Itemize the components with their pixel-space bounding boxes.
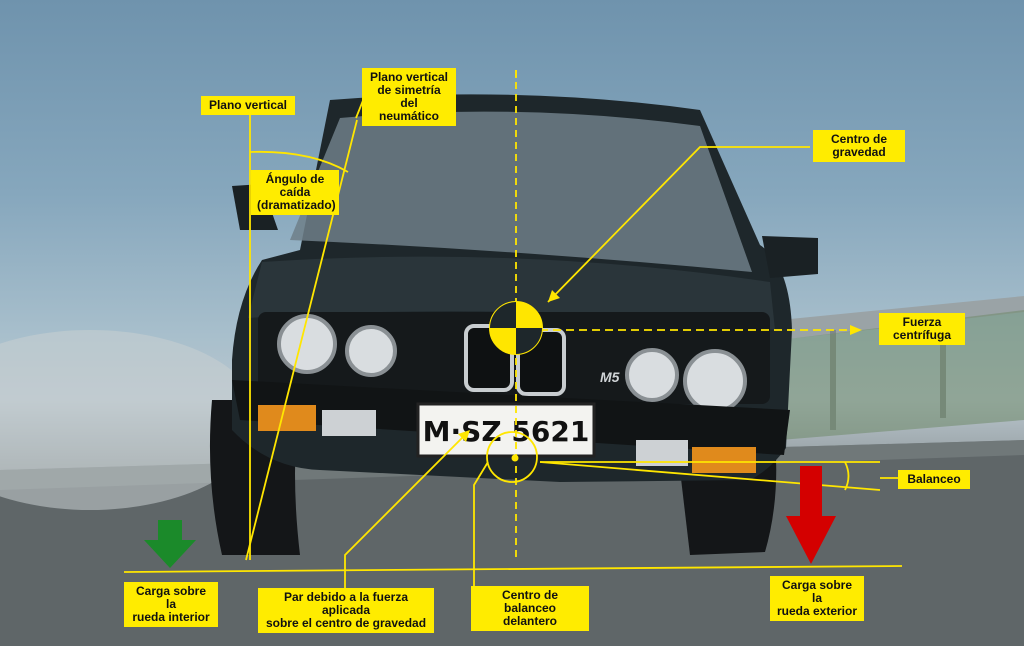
roll-centre-dot <box>511 454 519 462</box>
roll-tilted-line <box>539 461 881 491</box>
hood <box>248 256 775 330</box>
turn-signal <box>692 447 756 473</box>
cog-marker <box>489 301 543 355</box>
outer-load-arrow <box>786 466 836 564</box>
cog-arrowhead <box>548 290 560 302</box>
license-plate-text: M·SZ 5621 <box>423 415 590 448</box>
roll-centre-circle <box>486 431 538 483</box>
label-balanceo: Balanceo <box>898 470 970 489</box>
centrifugal-arrowhead <box>850 325 862 335</box>
headlight <box>277 314 337 374</box>
camber-angle-arc <box>249 150 349 173</box>
dust-cloud <box>0 330 260 510</box>
label-angulo-caida: Ángulo de caída (dramatizado) <box>251 170 339 215</box>
ground-line <box>123 565 903 573</box>
turn-signal <box>258 405 316 431</box>
roll-angle-arc <box>844 461 850 491</box>
torque-leader <box>344 431 469 600</box>
side-mirror <box>762 236 818 278</box>
license-plate <box>416 402 596 458</box>
fog-light <box>322 410 376 436</box>
roll-centre-leader <box>473 461 489 600</box>
label-carga-interior: Carga sobre la rueda interior <box>124 582 218 627</box>
headlight <box>345 325 397 377</box>
label-centro-gravedad: Centro de gravedad <box>813 130 905 162</box>
torque-arrowhead <box>458 430 470 442</box>
windshield <box>290 111 752 272</box>
label-par-fuerza: Par debido a la fuerza aplicada sobre el… <box>258 588 434 633</box>
label-plano-simetria: Plano vertical de simetría del neumático <box>362 68 456 126</box>
label-carga-exterior: Carga sobre la rueda exterior <box>770 576 864 621</box>
label-centro-balanceo: Centro de balanceo delantero <box>471 586 589 631</box>
inner-load-arrow <box>144 520 196 568</box>
label-plano-vertical: Plano vertical <box>201 96 295 115</box>
model-badge: M5 <box>600 369 620 385</box>
headlight <box>683 349 747 413</box>
headlight <box>625 348 679 402</box>
cog-leader <box>547 146 810 303</box>
label-fuerza-centrifuga: Fuerza centrífuga <box>879 313 965 345</box>
